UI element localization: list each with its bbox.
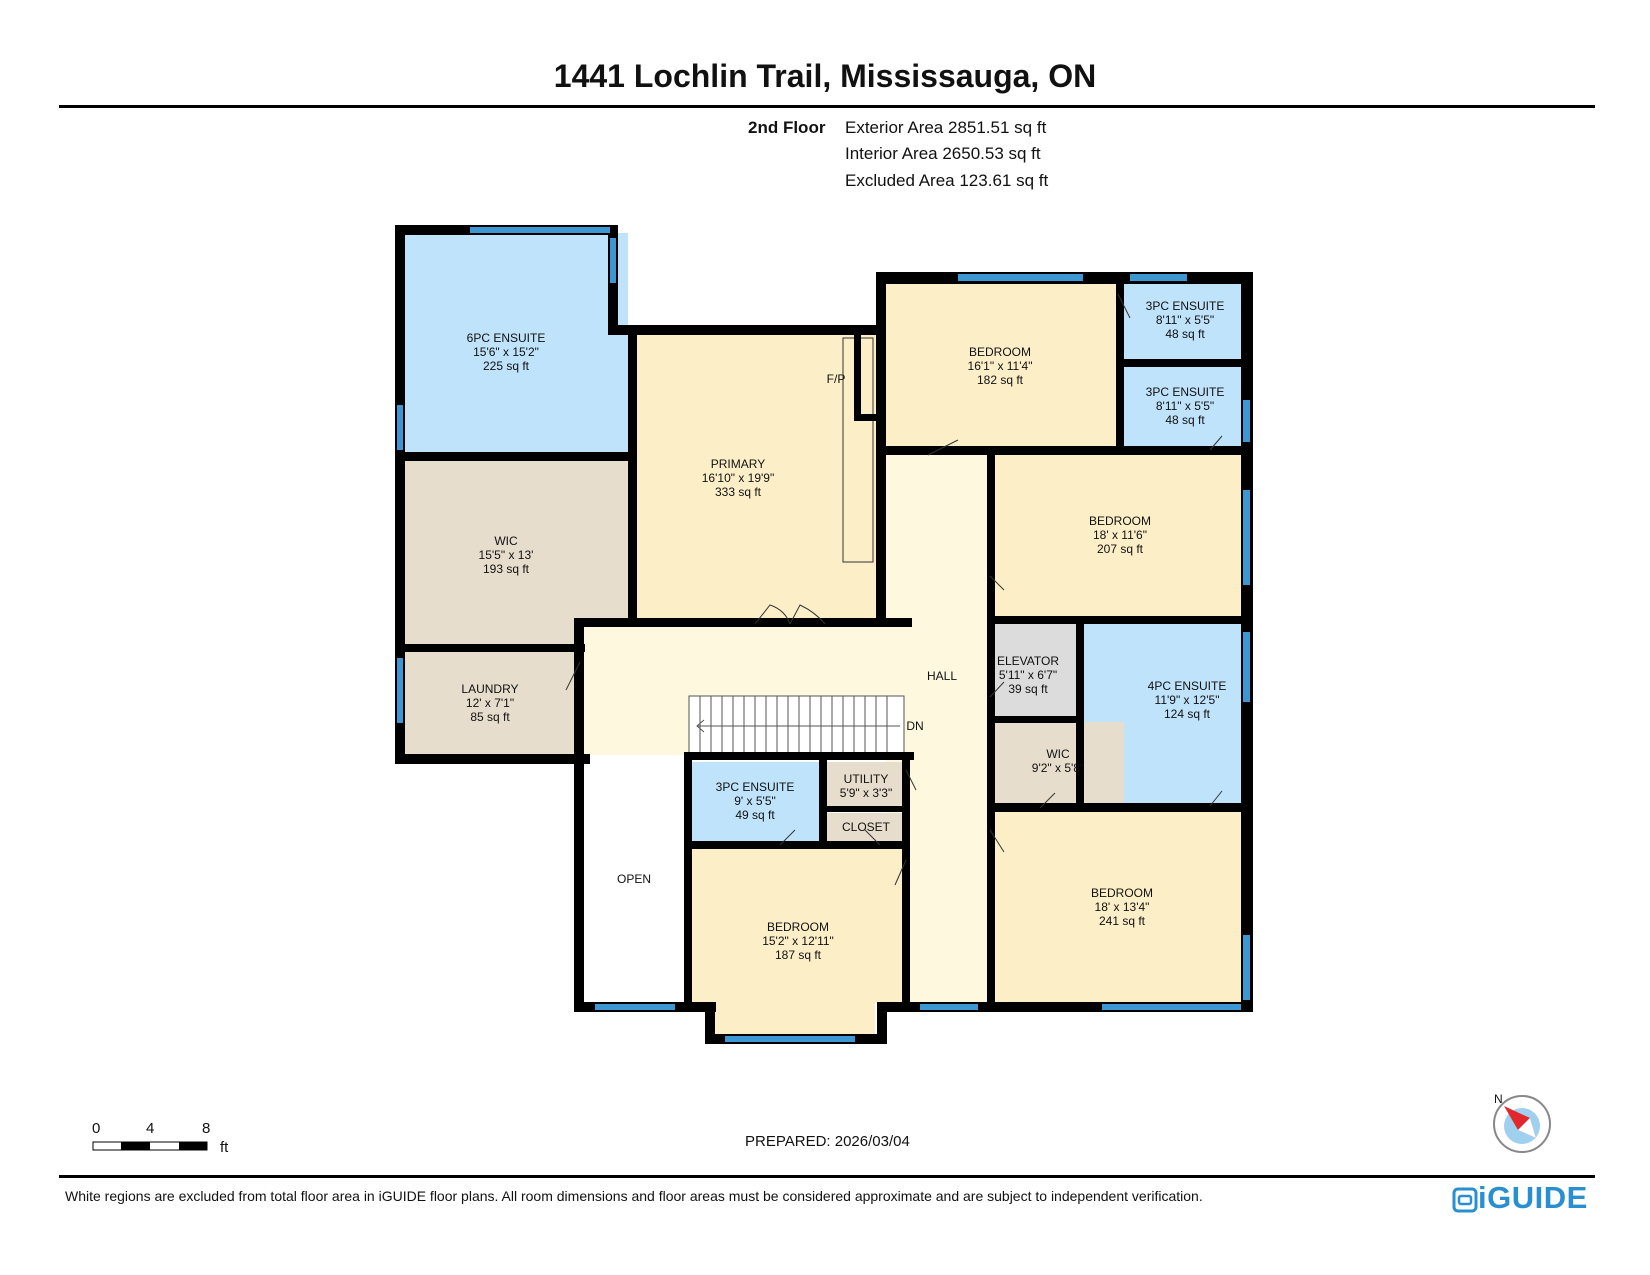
dims-laundry: 12' x 7'1"	[466, 696, 514, 710]
room-3pc-ensuite-b	[1122, 366, 1249, 450]
prepared-date: PREPARED: 2026/03/04	[745, 1133, 910, 1150]
label-3pc-ensuite-a: 3PC ENSUITE	[1146, 299, 1225, 313]
room-wic-2	[994, 722, 1124, 804]
label-elevator: ELEVATOR	[997, 654, 1059, 668]
area-bedroom-4: 241 sq ft	[1099, 914, 1146, 928]
dims-bedroom-4: 18' x 13'4"	[1095, 900, 1150, 914]
dims-primary: 16'10" x 19'9"	[702, 471, 775, 485]
area-3pc-ensuite-c: 49 sq ft	[735, 808, 775, 822]
area-bedroom-2: 207 sq ft	[1097, 542, 1144, 556]
compass-icon	[1493, 1095, 1551, 1153]
scale-tick-8: 8	[202, 1120, 211, 1137]
dims-bedroom-1: 16'1" x 11'4"	[968, 359, 1033, 373]
label-3pc-ensuite-b: 3PC ENSUITE	[1146, 385, 1225, 399]
room-utility	[825, 762, 905, 809]
iguide-logo-icon	[1452, 1187, 1478, 1213]
dims-3pc-ensuite-a: 8'11" x 5'5"	[1156, 313, 1214, 327]
area-laundry: 85 sq ft	[470, 710, 510, 724]
scale-tick-0: 0	[92, 1120, 101, 1137]
room-6pc-ensuite	[400, 233, 628, 454]
room-wic-1	[400, 458, 628, 647]
page-title: 1441 Lochlin Trail, Mississauga, ON	[553, 58, 1097, 94]
interior-area: Interior Area 2650.53 sq ft	[845, 144, 1041, 163]
dims-utility: 5'9" x 3'3"	[840, 786, 892, 800]
dims-wic-1: 15'5" x 13'	[479, 548, 534, 562]
excluded-area: Excluded Area 123.61 sq ft	[845, 171, 1049, 190]
label-laundry: LAUNDRY	[461, 682, 518, 696]
room-closet	[825, 813, 905, 843]
label-open: OPEN	[617, 872, 651, 886]
label-4pc-ensuite: 4PC ENSUITE	[1148, 679, 1227, 693]
iguide-logo-text: iGUIDE	[1478, 1180, 1588, 1215]
label-bedroom-3: BEDROOM	[767, 920, 829, 934]
dims-bedroom-2: 18' x 11'6"	[1093, 528, 1147, 542]
scale-bar	[92, 1141, 208, 1151]
area-6pc-ensuite: 225 sq ft	[483, 359, 530, 373]
area-bedroom-1: 182 sq ft	[977, 373, 1024, 387]
label-fp: F/P	[827, 372, 846, 386]
room-primary	[632, 333, 878, 623]
compass-north-label: N	[1494, 1092, 1503, 1106]
exterior-area: Exterior Area 2851.51 sq ft	[845, 118, 1047, 137]
footer-rule	[59, 1175, 1595, 1178]
label-bedroom-1: BEDROOM	[969, 345, 1031, 359]
iguide-logo: iGUIDE	[1452, 1180, 1588, 1216]
room-bedroom-1	[886, 284, 1118, 450]
label-3pc-ensuite-c: 3PC ENSUITE	[716, 780, 795, 794]
staircase	[688, 695, 905, 757]
dims-6pc-ensuite: 15'6" x 15'2"	[473, 345, 539, 359]
room-bedroom-3-bay	[715, 1000, 875, 1035]
area-3pc-ensuite-a: 48 sq ft	[1165, 327, 1205, 341]
dims-elevator: 5'11" x 6'7"	[999, 668, 1057, 682]
dims-3pc-ensuite-c: 9' x 5'5"	[734, 794, 776, 808]
area-primary: 333 sq ft	[715, 485, 762, 499]
scale-unit: ft	[220, 1139, 229, 1156]
room-bedroom-4	[994, 812, 1249, 1003]
area-4pc-ensuite: 124 sq ft	[1164, 707, 1211, 721]
windows	[397, 227, 1250, 1042]
area-3pc-ensuite-b: 48 sq ft	[1165, 413, 1205, 427]
label-utility: UTILITY	[844, 772, 889, 786]
label-wic-2: WIC	[1046, 747, 1070, 761]
label-6pc-ensuite: 6PC ENSUITE	[467, 331, 546, 345]
doors	[565, 293, 1223, 886]
dims-4pc-ensuite: 11'9" x 12'5"	[1155, 693, 1220, 707]
room-elevator	[994, 624, 1076, 716]
label-dn: DN	[906, 719, 923, 733]
label-bedroom-4: BEDROOM	[1091, 886, 1153, 900]
room-3pc-ensuite-a	[1122, 282, 1249, 359]
label-bedroom-2: BEDROOM	[1089, 514, 1151, 528]
room-bedroom-3	[690, 849, 905, 1003]
scale-tick-4: 4	[146, 1120, 155, 1137]
dims-wic-2: 9'2" x 5'8"	[1032, 761, 1084, 775]
label-hall: HALL	[927, 669, 957, 683]
room-laundry	[400, 651, 580, 754]
dims-bedroom-3: 15'2" x 12'11"	[762, 934, 834, 948]
room-3pc-ensuite-c	[690, 762, 820, 842]
area-bedroom-3: 187 sq ft	[775, 948, 822, 962]
disclaimer: White regions are excluded from total fl…	[65, 1188, 1203, 1204]
area-wic-1: 193 sq ft	[483, 562, 530, 576]
header-rule	[59, 105, 1595, 108]
floor-label: 2nd Floor	[748, 118, 826, 137]
label-closet: CLOSET	[842, 820, 891, 834]
label-wic-1: WIC	[494, 534, 518, 548]
dims-3pc-ensuite-b: 8'11" x 5'5"	[1156, 399, 1214, 413]
area-elevator: 39 sq ft	[1008, 682, 1048, 696]
label-primary: PRIMARY	[711, 457, 765, 471]
room-bedroom-2	[994, 455, 1249, 620]
